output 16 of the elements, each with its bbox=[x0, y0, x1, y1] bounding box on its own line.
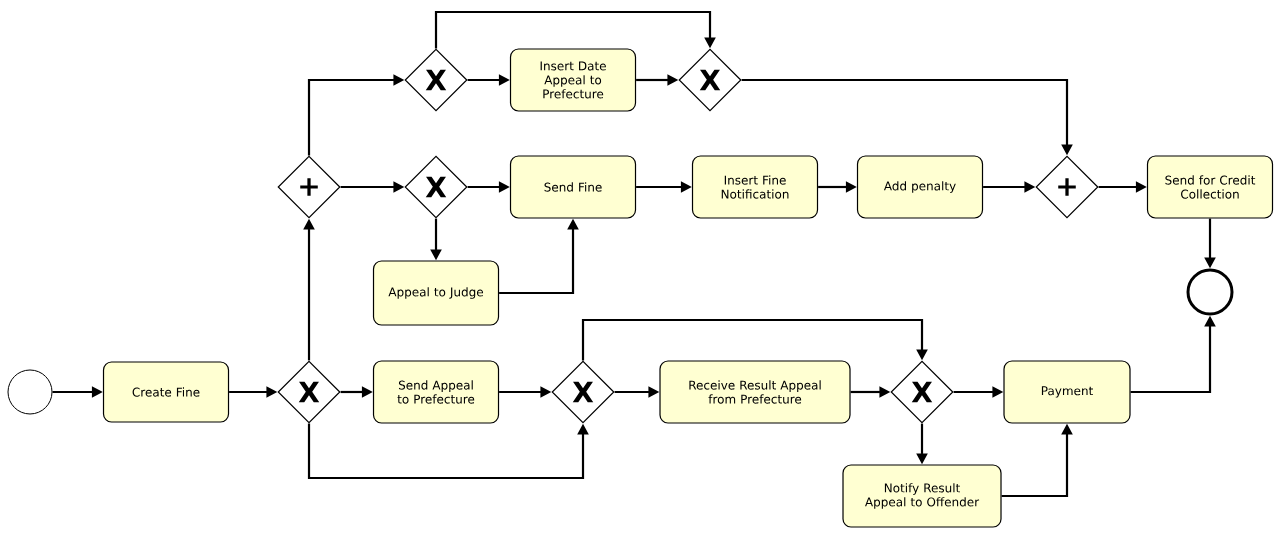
task-box: Send Fine bbox=[509, 155, 637, 219]
task-box: Notify Result Appeal to Offender bbox=[842, 464, 1002, 528]
task-box: Payment bbox=[1003, 360, 1131, 424]
task-box: Insert Fine Notification bbox=[691, 155, 819, 219]
arrow bbox=[307, 423, 589, 480]
task-box: Send Appeal to Prefecture bbox=[372, 360, 500, 424]
task-box: Receive Result Appeal from Prefecture bbox=[659, 360, 851, 424]
task-box: Add penalty bbox=[856, 155, 984, 219]
task-box: Insert Date Appeal to Prefecture bbox=[509, 48, 637, 112]
arrow bbox=[581, 318, 928, 361]
task-box: Create Fine bbox=[102, 361, 230, 423]
end-event-circle bbox=[1186, 268, 1234, 316]
arrow bbox=[434, 10, 716, 49]
start-event-circle bbox=[7, 369, 53, 415]
task-box: Send for Credit Collection bbox=[1146, 155, 1274, 219]
task-box: Appeal to Judge bbox=[372, 260, 500, 326]
